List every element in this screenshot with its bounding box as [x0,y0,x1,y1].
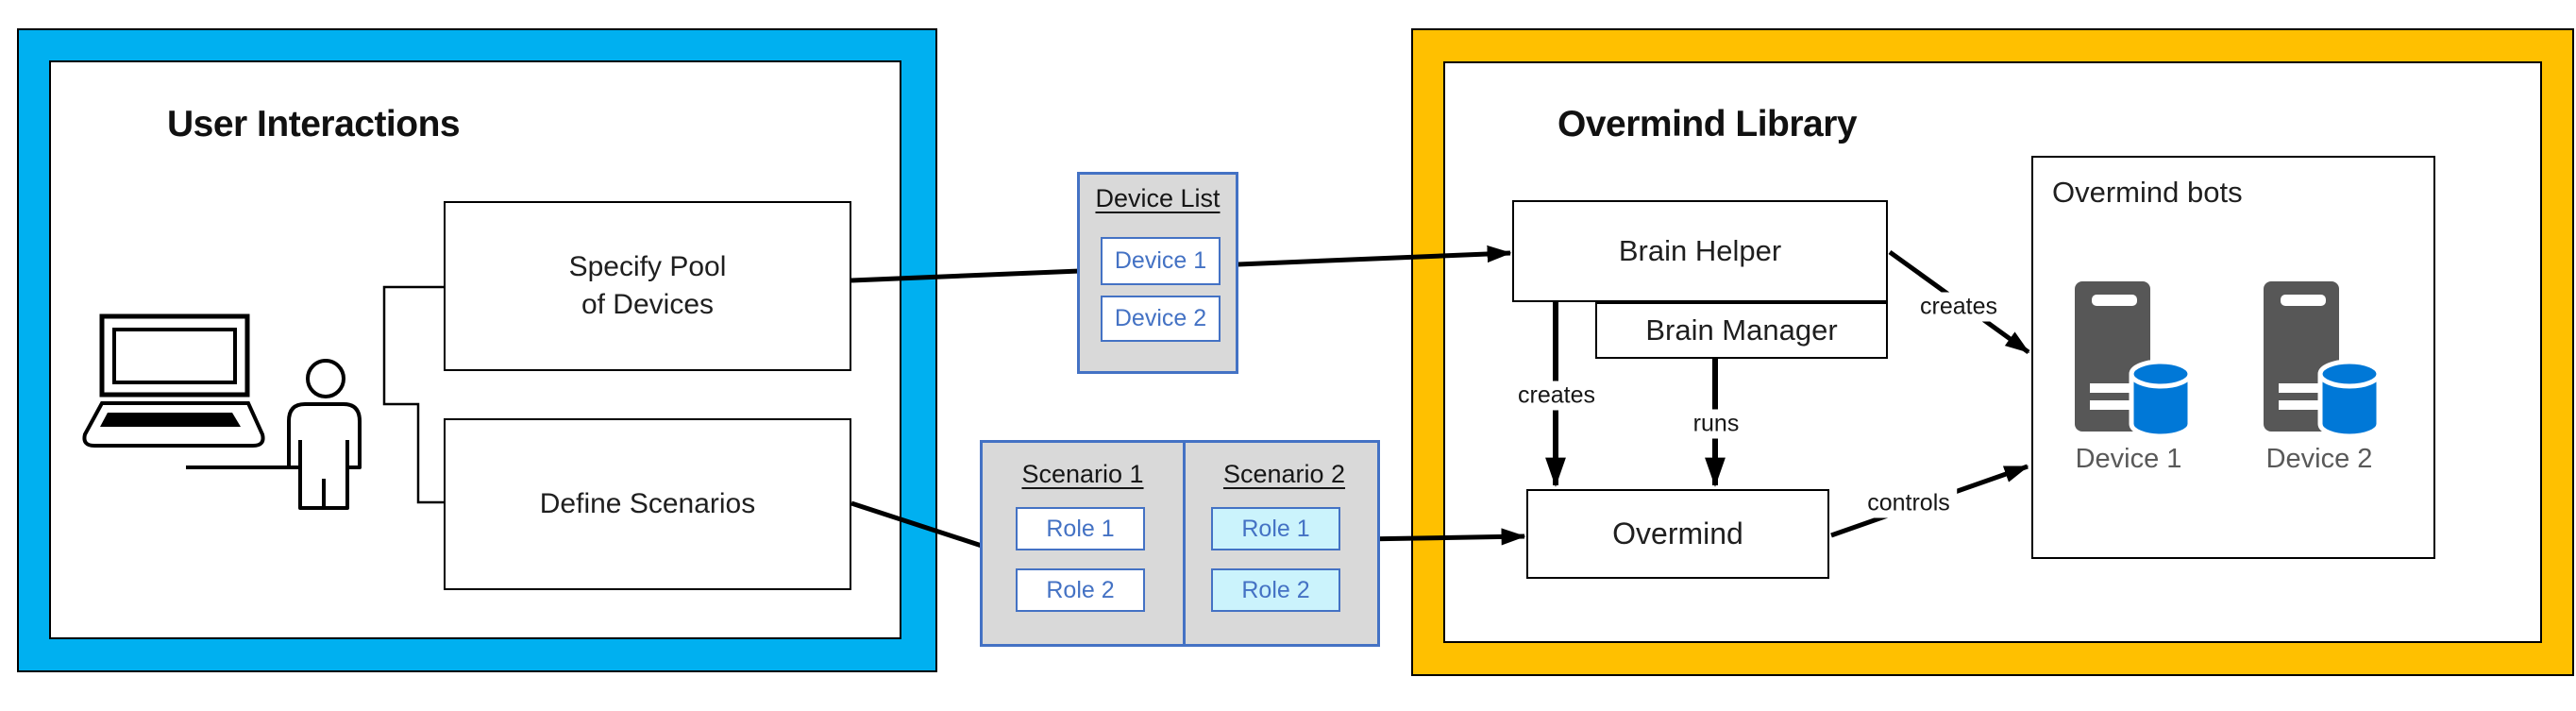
overmind-label: Overmind [1612,516,1743,551]
scenario-1-title: Scenario 1 [1021,460,1144,488]
overmind-bots-title: Overmind bots [2052,176,2243,209]
scenario-1-role-1-label: Role 1 [1046,515,1115,542]
scenario-2-role-2: Role 2 [1211,568,1340,612]
specify-pool-box: Specify Pool of Devices [444,201,851,371]
edge-label-controls: controls [1860,488,1957,518]
scenario-2-role-2-label: Role 2 [1241,576,1310,603]
brain-helper-label: Brain Helper [1618,233,1782,267]
scenario-1-role-1: Role 1 [1016,507,1145,550]
scenario-1-role-2-label: Role 2 [1046,576,1115,603]
edge-label-creates-right: creates [1913,292,2004,322]
overmind-bots-box [2031,156,2435,559]
edge-label-runs: runs [1686,409,1746,439]
scenario-2-cell: Scenario 2 Role 1 Role 2 [1186,443,1383,644]
scenario-1-cell: Scenario 1 Role 1 Role 2 [983,443,1183,644]
scenario-2-title: Scenario 2 [1222,460,1346,488]
edge-label-creates-left: creates [1511,381,1602,411]
overmind-box: Overmind [1526,489,1829,579]
brain-helper-box: Brain Helper [1512,200,1888,302]
brain-manager-label: Brain Manager [1645,313,1838,347]
scenario-2-role-1: Role 1 [1211,507,1340,550]
specify-pool-label: Specify Pool of Devices [568,251,727,320]
device-list-card: Device List Device 1 Device 2 [1077,172,1238,374]
brain-manager-box: Brain Manager [1595,302,1888,359]
define-scenarios-label: Define Scenarios [539,488,756,520]
device-chip-1: Device 1 [1101,237,1221,285]
bot-device-1-label: Device 1 [2075,444,2182,474]
scenario-2-role-1-label: Role 1 [1241,515,1310,542]
device-chip-2-label: Device 2 [1114,305,1207,331]
device-list-title: Device List [1095,184,1221,212]
bot-device-2-label: Device 2 [2265,444,2373,474]
scenarios-card: Scenario 1 Role 1 Role 2 Scenario 2 Role… [980,440,1380,647]
device-chip-1-label: Device 1 [1114,247,1207,274]
define-scenarios-box: Define Scenarios [444,418,851,590]
device-chip-2: Device 2 [1101,296,1221,342]
scenario-1-role-2: Role 2 [1016,568,1145,612]
overmind-library-title: Overmind Library [1557,104,1858,144]
user-interactions-title: User Interactions [167,104,461,144]
